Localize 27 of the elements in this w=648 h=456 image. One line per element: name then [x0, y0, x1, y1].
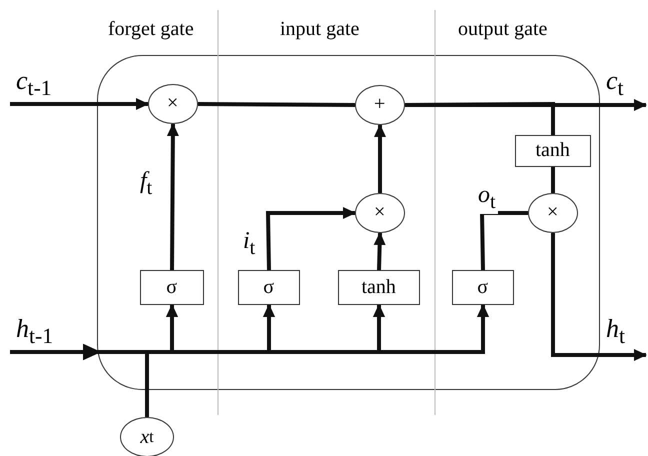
arrow	[10, 98, 149, 110]
operation-circle: ×	[528, 192, 578, 233]
arrow	[374, 232, 386, 270]
connector-line	[404, 102, 555, 135]
gate-heading: forget gate	[108, 18, 194, 41]
gate-heading: input gate	[280, 18, 360, 41]
signal-label: h$_{t}$	[606, 314, 646, 344]
operation-circle: ×	[354, 192, 405, 233]
activation-box: σ	[140, 270, 204, 305]
gate-heading: output gate	[458, 18, 548, 41]
operation-circle: ×	[148, 84, 198, 124]
connector-line	[480, 211, 528, 270]
activation-box: σ	[452, 270, 514, 305]
connector-line	[198, 102, 356, 107]
activation-box: σ	[238, 270, 300, 305]
lstm-cell-outline	[97, 55, 600, 390]
connector-line	[551, 167, 555, 193]
arrow	[166, 123, 179, 270]
signal-label: c$_{t-1}$	[16, 66, 86, 96]
arrow	[374, 124, 386, 193]
activation-box: tanh	[514, 134, 591, 167]
signal-label: c$_{t}$	[606, 66, 646, 96]
arrow	[551, 233, 647, 361]
operation-circle: +	[354, 84, 405, 125]
signal-label: h$_{t-1}$	[16, 314, 86, 344]
arrow	[266, 207, 356, 270]
activation-box: tanh	[338, 270, 420, 305]
